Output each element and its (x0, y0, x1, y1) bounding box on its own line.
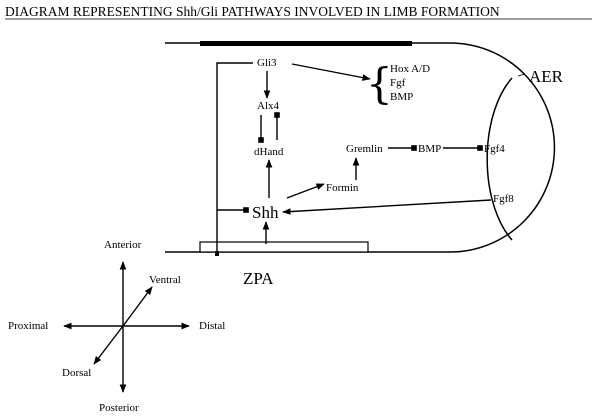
bmp-mid-label: BMP (418, 143, 441, 155)
fgf-label: Fgf (390, 77, 406, 89)
arrow-fgf8-to-shh (282, 199, 492, 215)
bmp-top-label: BMP (390, 91, 413, 103)
posterior-label: Posterior (99, 402, 139, 414)
dorsal-ectoderm-bar (200, 41, 412, 46)
zpa-box (199, 241, 369, 253)
hox-label: Hox A/D (390, 63, 430, 75)
gremlin-label: Gremlin (346, 143, 383, 155)
aer-pointer (517, 73, 526, 77)
limb-bud-outline (165, 42, 556, 253)
gli3-feedback-line (216, 62, 253, 252)
zpa-anchor (215, 251, 219, 256)
brace-glyph: { (366, 59, 393, 108)
aer-ridge (486, 77, 513, 241)
fgf8-label: Fgf8 (493, 193, 514, 205)
dhand-label: dHand (254, 146, 284, 158)
axis-dorsal (93, 325, 124, 365)
gli3-label: Gli3 (257, 57, 277, 69)
distal-label: Distal (199, 320, 225, 332)
orientation-axes (63, 261, 190, 393)
axis-ventral (122, 286, 153, 327)
proximal-label: Proximal (8, 320, 48, 332)
dorsal-label: Dorsal (62, 367, 91, 379)
ventral-label: Ventral (149, 274, 181, 286)
arrow-gli3-to-hox (291, 63, 371, 81)
shh-label: Shh (252, 203, 279, 222)
aer-label: AER (529, 67, 564, 86)
arrow-shh-to-formin (286, 183, 325, 199)
fgf4-label: Fgf4 (484, 143, 505, 155)
diagram-title: DIAGRAM REPRESENTING Shh/Gli PATHWAYS IN… (5, 4, 500, 19)
alx4-label: Alx4 (257, 100, 280, 112)
zpa-label: ZPA (243, 269, 274, 288)
anterior-label: Anterior (104, 239, 142, 251)
formin-label: Formin (326, 182, 359, 194)
